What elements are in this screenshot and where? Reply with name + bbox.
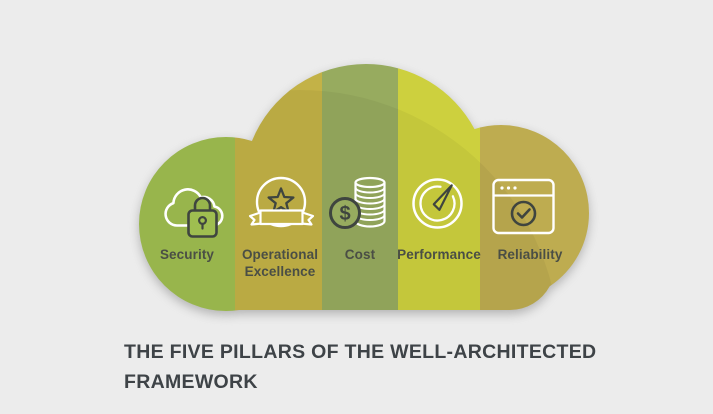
star: [267, 187, 295, 214]
pillar-label-operational-excellence: Operational Excellence: [241, 247, 319, 279]
title-line-2: FRAMEWORK: [124, 371, 258, 393]
pillar-label-reliability: Reliability: [497, 247, 563, 262]
gauge-icon: [412, 178, 463, 229]
browser-dot: [513, 186, 517, 190]
gauge-needle: [432, 184, 453, 211]
pillar-label-performance: Performance: [397, 247, 481, 262]
ribbon-band: [259, 209, 304, 226]
pillar-label-cost: Cost: [344, 247, 376, 262]
pillar-label-security: Security: [159, 247, 215, 262]
checkmark: [516, 208, 531, 219]
title-line-1: THE FIVE PILLARS OF THE WELL-ARCHITECTED: [124, 341, 597, 363]
star-ribbon-icon: [248, 176, 315, 228]
dollar-sign: $: [339, 203, 350, 225]
browser-dot: [506, 186, 511, 190]
check-circle: [510, 200, 537, 227]
browser-check-icon: [492, 178, 555, 235]
browser-dot: [500, 186, 504, 190]
dollar-circle: [329, 197, 361, 229]
lock-shackle: [193, 196, 212, 213]
page-title: THE FIVE PILLARS OF THE WELL-ARCHITECTED…: [124, 337, 596, 397]
cloud-lock-icon: [164, 188, 224, 238]
coin-stack-dollar-icon: $: [329, 176, 386, 229]
